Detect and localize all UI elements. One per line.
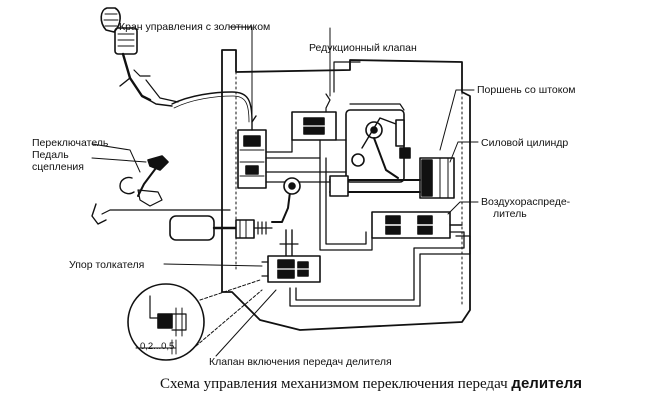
- leader-divider: [215, 289, 277, 357]
- label-reduction-valve: Редукционный клапан: [309, 42, 417, 54]
- leader-distributor: [447, 201, 479, 215]
- detail-magnifier: [127, 279, 263, 361]
- clutch-pedal: [91, 155, 169, 225]
- leader-valve: [229, 26, 253, 127]
- caption-main: Схема управления механизмом переключения…: [160, 376, 512, 392]
- divider-valve: [261, 255, 321, 283]
- pusher-rod: [169, 177, 301, 261]
- label-control-valve: Кран управления с золотником: [119, 21, 271, 33]
- label-clutch-pedal-2: сцепления: [32, 161, 84, 173]
- leader-pedal: [91, 157, 147, 163]
- control-valve: [237, 115, 267, 189]
- label-pusher-stop: Упор толкателя: [69, 259, 145, 271]
- lever-air-hose-inner: [173, 95, 250, 123]
- shift-lever: [100, 7, 179, 107]
- switch-wire: [101, 209, 231, 215]
- label-air-distributor-2: литель: [493, 208, 527, 220]
- diagram-caption: Схема управления механизмом переключения…: [160, 375, 582, 393]
- power-cylinder: [329, 157, 455, 199]
- label-power-cylinder: Силовой цилиндр: [481, 137, 569, 149]
- gearbox-housing: [221, 49, 471, 331]
- label-clutch-pedal-1: Педаль: [32, 149, 69, 161]
- leader-stop: [163, 263, 263, 267]
- label-piston-rod: Поршень со штоком: [477, 84, 576, 96]
- leader-cylinder: [449, 141, 479, 163]
- piston-assembly: [345, 103, 411, 183]
- pipelines: [265, 139, 471, 307]
- air-distributor: [371, 211, 463, 239]
- leader-switch: [91, 143, 141, 173]
- caption-emphasis: делителя: [511, 375, 583, 392]
- label-clearance: 0,2...0,5: [140, 341, 175, 352]
- leader-piston: [439, 89, 475, 151]
- label-switch: Переключатель: [32, 137, 109, 149]
- label-divider-valve: Клапан включения передач делителя: [209, 356, 392, 368]
- label-air-distributor-1: Воздухораспреде-: [481, 196, 571, 208]
- reduction-valve: [291, 61, 361, 141]
- lever-air-hose: [171, 91, 253, 123]
